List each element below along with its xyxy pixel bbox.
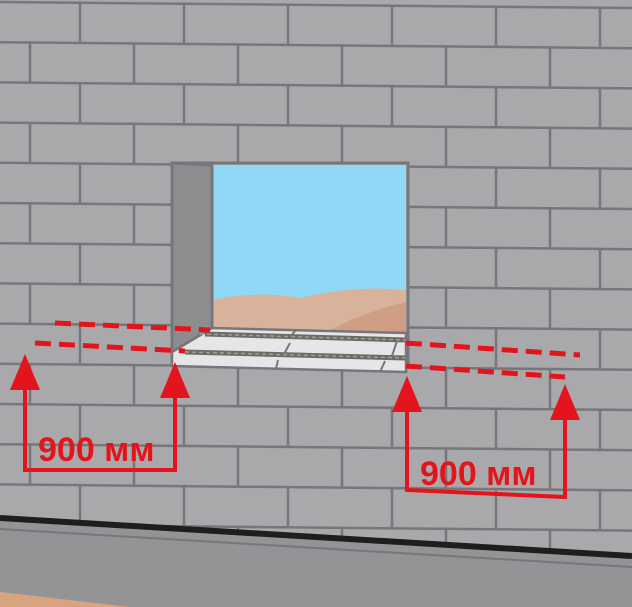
right-dimension-bracket: 900 мм <box>392 376 580 500</box>
arrow-up-icon <box>10 354 40 390</box>
lintel-blocks <box>170 326 408 374</box>
mortar-joint <box>0 442 632 452</box>
sky <box>212 165 406 305</box>
window-reveal <box>170 161 214 355</box>
mortar-joint <box>0 40 632 50</box>
mortar-joint <box>0 0 632 10</box>
mortar-joint <box>0 81 632 90</box>
mortar-joint <box>0 483 632 492</box>
mortar-joint <box>0 121 632 130</box>
foundation <box>0 515 632 607</box>
arrow-up-icon <box>160 362 190 398</box>
left-dimension-label: 900 мм <box>38 431 154 469</box>
arrow-up-icon <box>392 376 422 412</box>
brick-pattern <box>0 0 632 569</box>
ground <box>0 592 130 607</box>
reference-dashed-lines <box>34 320 581 380</box>
window-opening <box>170 161 410 374</box>
mortar-joint <box>0 402 632 412</box>
right-dimension-label: 900 мм <box>420 455 536 493</box>
arrow-up-icon <box>550 384 580 420</box>
left-dimension-bracket: 900 мм <box>10 354 190 472</box>
